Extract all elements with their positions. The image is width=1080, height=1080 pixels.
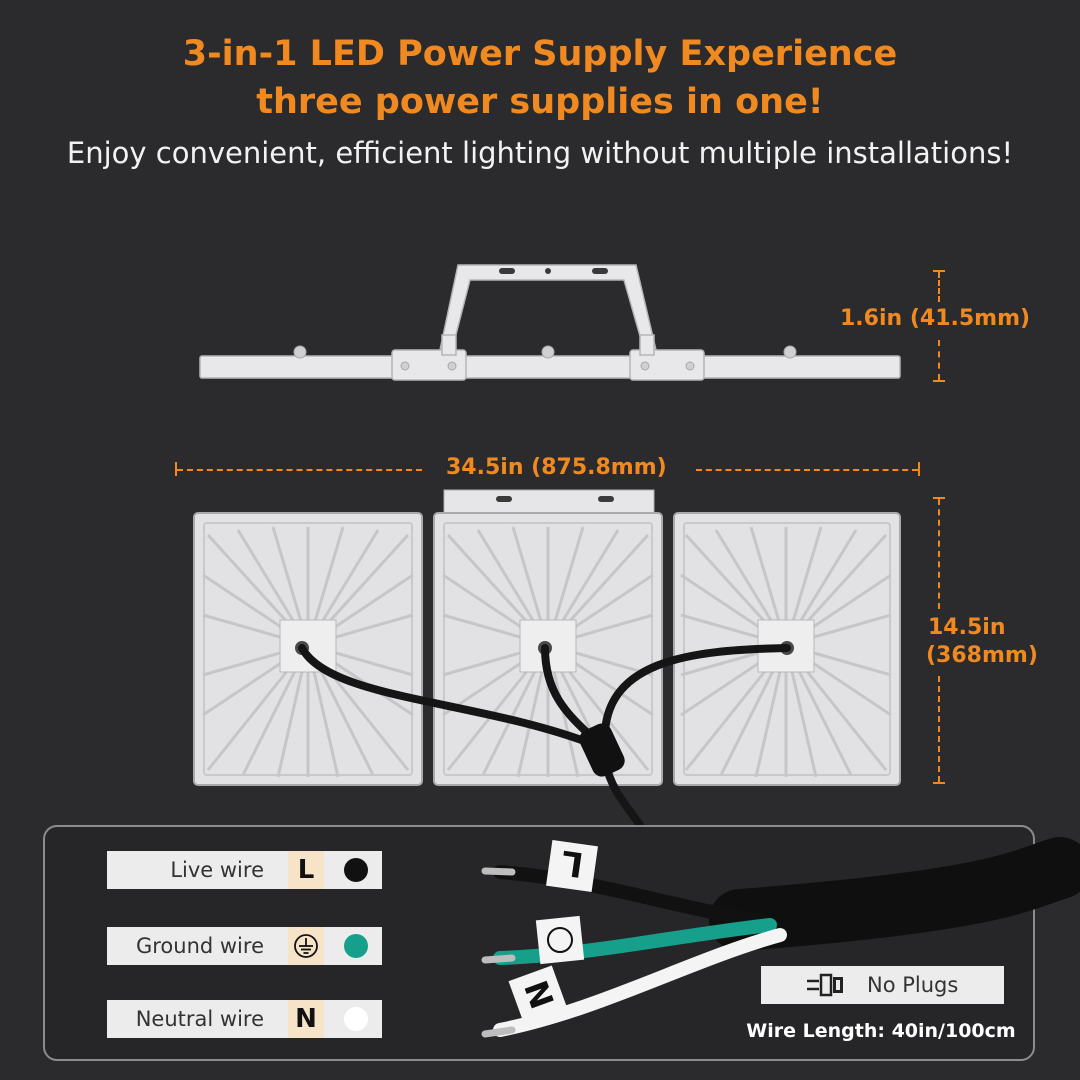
width-dimension: 34.5in (875.8mm) [446,455,667,480]
live-wire-text: Live wire [170,858,264,882]
live-wire-color-dot [344,858,368,882]
subtitle: Enjoy convenient, efficient lighting wit… [66,136,1014,170]
height-dimension-line-2: (368mm) [926,643,1038,668]
ground-wire-text: Ground wire [135,934,264,958]
live-wire-label: Live wire L [107,851,382,889]
ground-tag-icon [547,927,573,953]
title-line-2: three power supplies in one! [256,82,824,122]
live-wire-code: L [288,851,324,889]
height-dimension-line-1: 14.5in [928,615,1006,640]
no-plugs-text: No Plugs [867,973,959,997]
ground-wire-label: Ground wire [107,927,382,965]
fixture-front-view [193,489,901,829]
wire-length: Wire Length: 40in/100cm [746,1020,1016,1042]
fixture-side-view [199,264,901,381]
depth-dimension: 1.6in (41.5mm) [840,306,1031,331]
neutral-wire-color-dot [344,1007,368,1031]
no-plugs-badge: No Plugs [761,966,1004,1004]
plug-icon [807,973,843,997]
ground-symbol-icon [288,927,324,965]
title-line-1: 3-in-1 LED Power Supply Experience [182,34,898,74]
neutral-wire-code: N [288,1000,324,1038]
neutral-wire-label: Neutral wire N [107,1000,382,1038]
ground-wire-color-dot [344,934,368,958]
neutral-wire-text: Neutral wire [135,1007,264,1031]
